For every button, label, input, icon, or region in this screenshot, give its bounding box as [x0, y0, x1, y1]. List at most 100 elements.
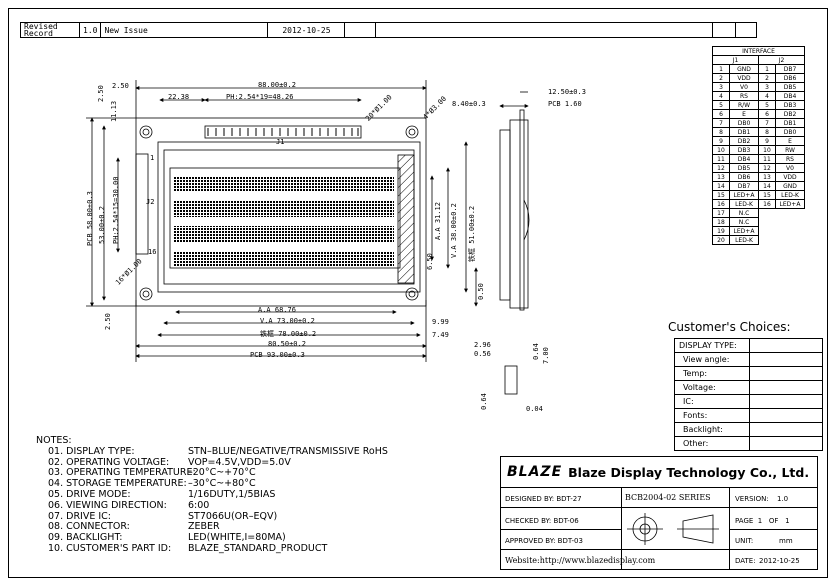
- note-value: –20°C~+70°C: [188, 467, 256, 479]
- customer-choice-row: IC:: [674, 394, 823, 409]
- pin-number: 2: [712, 73, 730, 83]
- customer-choice-value[interactable]: [749, 422, 823, 437]
- note-key: 09. BACKLIGHT:: [48, 532, 123, 544]
- pin-signal: V0: [729, 82, 759, 92]
- version-label: VERSION:: [735, 495, 769, 503]
- pin-number: 11: [758, 154, 776, 164]
- customer-choice-value[interactable]: [749, 394, 823, 409]
- pin-number: [759, 209, 776, 218]
- dim-label: PH:2.54*15=30.00: [112, 176, 120, 244]
- dim-label: 7.49: [432, 331, 449, 339]
- pin-signal: DB1: [775, 118, 805, 128]
- pin-signal: LED-K: [729, 235, 759, 245]
- pin-signal: RS: [775, 154, 805, 164]
- dim-label: 80.50±0.2: [268, 340, 306, 348]
- pin-signal: [776, 236, 805, 245]
- pin-number: 3: [758, 82, 776, 92]
- customer-choice-label: Temp:: [674, 366, 750, 381]
- customer-choice-label: Fonts:: [674, 408, 750, 423]
- left-connector: [135, 153, 149, 255]
- pin-signal: DB7: [729, 181, 759, 191]
- revision-number: 1.0: [78, 22, 102, 38]
- mounting-hole: [139, 287, 153, 301]
- note-item: 05. DRIVE MODE:1/16DUTY,1/5BIAS: [48, 489, 388, 501]
- pin-signal: RW: [775, 145, 805, 155]
- mounting-hole: [405, 125, 419, 139]
- notes-title: NOTES:: [36, 435, 72, 446]
- title-block: BLAZE Blaze Display Technology Co., Ltd.…: [500, 456, 818, 570]
- drawing-frame: [8, 8, 828, 578]
- dim-label: 53.00±0.2: [98, 206, 106, 244]
- pin-signal: DB5: [775, 82, 805, 92]
- pin-label: 16: [148, 248, 157, 256]
- pin-signal: DB0: [729, 118, 759, 128]
- pin-number: 13: [712, 172, 730, 182]
- dim-label: PCB 58.00±0.3: [86, 191, 94, 246]
- customer-choice-row: Fonts:: [674, 408, 823, 423]
- pin-number: 9: [758, 136, 776, 146]
- dim-label: 2.96: [474, 341, 491, 349]
- pin-number: 17: [712, 208, 730, 218]
- customer-choice-value[interactable]: [749, 436, 823, 451]
- pin-signal: LED+A: [729, 226, 759, 236]
- revision-date: 2012-10-25: [267, 22, 346, 38]
- projection-symbol: [627, 513, 719, 545]
- dim-label: 88.00±0.2: [258, 81, 296, 89]
- pin-number: 7: [712, 118, 730, 128]
- note-key: 02. OPERATING VOLTAGE:: [48, 456, 170, 468]
- pin-signal: GND: [729, 64, 759, 74]
- pin-signal: [776, 209, 805, 218]
- pin-number: 5: [712, 100, 730, 110]
- pin-signal: DB1: [729, 127, 759, 137]
- note-item: 06. VIEWING DIRECTION:6:00: [48, 500, 388, 512]
- pin-number: 1: [712, 64, 730, 74]
- dim-label: 2.50: [104, 313, 112, 330]
- date-value: 2012-10-25: [759, 557, 800, 565]
- title-block-header: BLAZE Blaze Display Technology Co., Ltd.: [501, 457, 817, 488]
- pin-signal: DB4: [775, 91, 805, 101]
- pin-number: [759, 227, 776, 236]
- customer-choice-value[interactable]: [749, 408, 823, 423]
- customer-choice-label: Backlight:: [674, 422, 750, 437]
- pin-number: 4: [712, 91, 730, 101]
- pin-number: 2: [758, 73, 776, 83]
- pin-signal: DB5: [729, 163, 759, 173]
- note-value: LED(WHITE,I=80MA): [188, 532, 286, 544]
- dim-label: 8.40±0.3: [452, 100, 486, 108]
- dim-label: 0.50: [477, 283, 485, 300]
- unit-value: mm: [779, 537, 793, 545]
- customer-choice-label: IC:: [674, 394, 750, 409]
- note-key: 10. CUSTOMER'S PART ID:: [48, 542, 172, 554]
- pin-signal: DB2: [729, 136, 759, 146]
- page-info: PAGE 1 OF 1: [735, 517, 790, 525]
- customer-choice-row: Voltage:: [674, 380, 823, 395]
- pin-number: 7: [758, 118, 776, 128]
- dim-label: 2.50: [97, 85, 105, 102]
- pin-signal: LED-K: [729, 199, 759, 209]
- customer-choice-value[interactable]: [749, 366, 823, 381]
- dim-label: A.A 31.12: [434, 202, 442, 240]
- pin-number: 19: [712, 226, 730, 236]
- pin-number: 18: [712, 217, 730, 227]
- pin-signal: LED+A: [775, 199, 805, 209]
- note-value: STN–BLUE/NEGATIVE/TRANSMISSIVE RoHS: [188, 445, 388, 457]
- pin-signal: [776, 218, 805, 227]
- connector-label-j2: J2: [146, 198, 155, 206]
- pin-number: 20: [712, 235, 730, 245]
- pin-signal: LED+A: [729, 190, 759, 200]
- note-value: VOP=4.5V,VDD=5.0V: [188, 456, 291, 468]
- customer-choice-value[interactable]: [749, 338, 823, 353]
- checked-by: CHECKED BY: BDT-06: [505, 517, 579, 525]
- customer-choice-value[interactable]: [749, 380, 823, 395]
- customer-choice-value[interactable]: [749, 352, 823, 367]
